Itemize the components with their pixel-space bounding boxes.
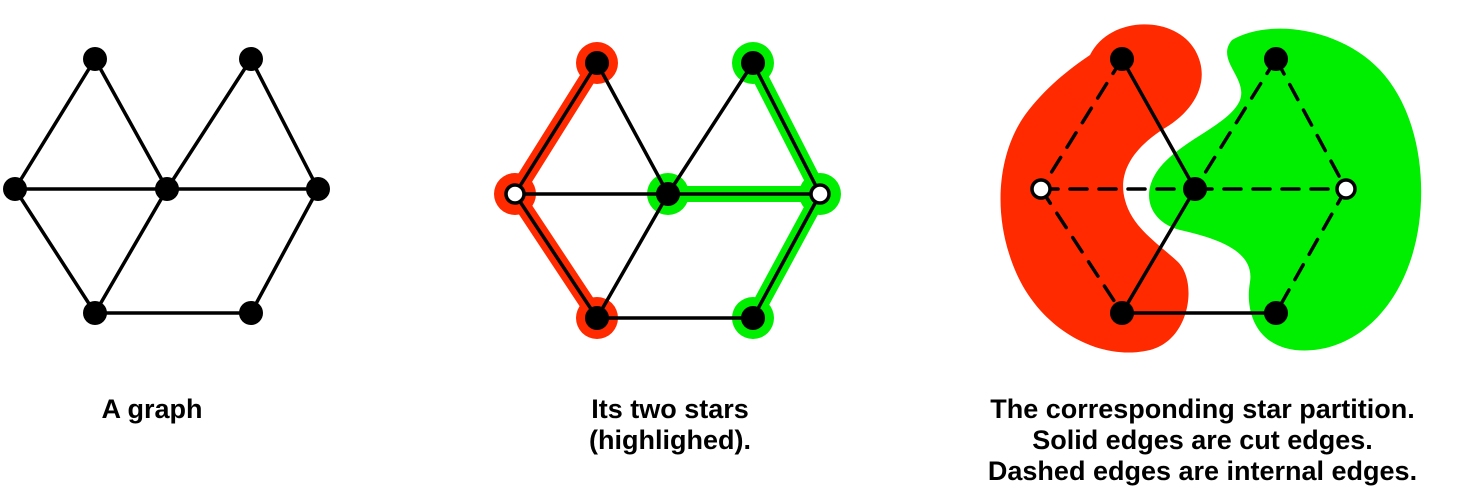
graph-edge [165, 57, 253, 191]
graph-edge [13, 57, 97, 191]
caption-stars-line: Its two stars [591, 394, 749, 424]
caption-graph-line: A graph [101, 394, 203, 424]
graph-node [1110, 301, 1134, 325]
graph-edge [1120, 57, 1197, 191]
graph-edge [751, 192, 822, 320]
graph-node-hollow [504, 183, 526, 205]
graph-edge [1193, 57, 1278, 191]
graph-node [306, 177, 330, 201]
panel-graph [3, 47, 330, 325]
graph-edge [595, 192, 670, 320]
graph-node [3, 177, 27, 201]
graph-node [83, 47, 107, 71]
graph-node-hollow [1335, 178, 1357, 200]
graph-edge [513, 192, 599, 320]
graph-edge [751, 61, 822, 196]
caption-graph: A graph [52, 394, 252, 425]
graph-edge [93, 187, 169, 315]
panel-partition [1000, 24, 1422, 353]
graph-edge [1274, 57, 1348, 191]
graph-edge [13, 187, 97, 315]
caption-partition-line: Solid edges are cut edges. [1032, 425, 1373, 455]
panel-stars [494, 42, 841, 339]
graph-node [585, 51, 609, 75]
graph-edge [1039, 187, 1124, 315]
graph-node [656, 182, 680, 206]
graph-node [741, 306, 765, 330]
graph-node-hollow [809, 183, 831, 205]
graph-node [239, 301, 263, 325]
caption-partition-line: Dashed edges are internal edges. [987, 456, 1418, 486]
graph-node [1110, 47, 1134, 71]
graph-edge [249, 187, 320, 315]
caption-partition: The corresponding star partition. Solid … [935, 394, 1468, 487]
graph-edge [1039, 57, 1124, 191]
graph-node [1264, 301, 1288, 325]
graph-node [1183, 177, 1207, 201]
graph-node [239, 47, 263, 71]
caption-stars-line: (highlighed). [589, 425, 751, 455]
graph-node [155, 177, 179, 201]
graph-edge [249, 57, 320, 191]
graph-edge [595, 61, 670, 196]
graph-node [585, 306, 609, 330]
caption-partition-line: The corresponding star partition. [990, 394, 1415, 424]
graph-edge [513, 61, 599, 196]
graph-node [741, 51, 765, 75]
graph-node [1264, 47, 1288, 71]
caption-stars: Its two stars (highlighed). [520, 394, 820, 456]
graph-edge [666, 61, 755, 196]
graph-edge [1120, 187, 1197, 315]
graph-node-hollow [1030, 178, 1052, 200]
graph-edge [93, 57, 169, 191]
graph-edge [1274, 187, 1348, 315]
graph-node [83, 301, 107, 325]
